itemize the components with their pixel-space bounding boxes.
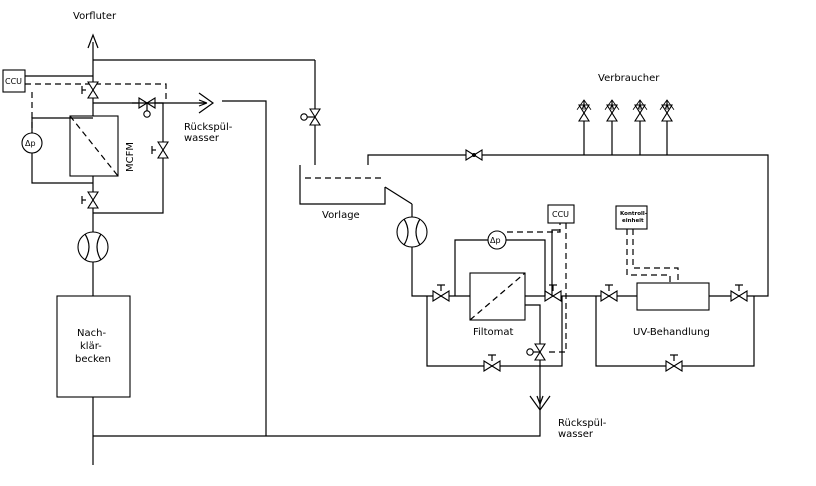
kontroll-label-2: einheit xyxy=(622,218,644,224)
rueckspuel-top-label-1: Rückspül- xyxy=(184,122,233,133)
spray-nozzle-top xyxy=(198,92,214,114)
valve-actuator-icon xyxy=(300,113,308,121)
rueckspuel-bottom-label-2: wasser xyxy=(558,429,594,440)
uv-outlet-valve[interactable] xyxy=(730,290,748,302)
valve-actuator-icon xyxy=(143,110,151,118)
filtomat-outlet-valve[interactable] xyxy=(544,290,562,302)
vorlage-tank xyxy=(299,165,386,205)
uv-inlet-valve[interactable] xyxy=(600,290,618,302)
uv-bypass-valve[interactable] xyxy=(665,360,683,372)
nach-label-3: becken xyxy=(75,354,111,365)
kontroll-label-1: Kontroll- xyxy=(620,211,647,217)
dp-sensor-left xyxy=(21,132,43,154)
ccu-left-label: CCU xyxy=(5,77,22,86)
dp-sensor-right xyxy=(487,230,507,250)
filtomat-inlet-valve[interactable] xyxy=(432,290,450,302)
nach-label-1: Nach- xyxy=(77,328,106,339)
vorlage-label: Vorlage xyxy=(322,210,360,221)
rueckspuel-top-label-2: wasser xyxy=(184,133,220,144)
nach-label-2: klär- xyxy=(80,341,102,352)
vorfluter-label: Vorfluter xyxy=(73,11,117,22)
dp-left-label: Δp xyxy=(25,139,36,148)
mcfm-bypass-valve[interactable] xyxy=(157,141,169,159)
consumer-taps xyxy=(583,100,668,155)
mcfm-inlet-valve[interactable] xyxy=(87,191,99,209)
valve-actuator-icon xyxy=(526,348,534,356)
dp-right-label: Δp xyxy=(490,236,501,245)
kontrolleinheit-box xyxy=(615,205,648,230)
filtomat-bypass-valve[interactable] xyxy=(483,360,501,372)
ccu-right-label: CCU xyxy=(552,210,569,219)
filtomat-label: Filtomat xyxy=(473,327,513,338)
pump-left-icon xyxy=(77,231,109,263)
rueckspuel-bottom-label-1: Rückspül- xyxy=(558,418,607,429)
uv-reactor-box xyxy=(636,282,710,311)
uv-label: UV-Behandlung xyxy=(633,327,710,338)
mcfm-label: MCFM xyxy=(125,142,136,172)
ccu-box-right xyxy=(547,204,575,224)
verbraucher-label: Verbraucher xyxy=(598,73,660,84)
ccu-box-left xyxy=(2,69,26,93)
pump-right-icon xyxy=(396,216,428,248)
nachklaerbecken-tank xyxy=(56,295,131,398)
mcfm-outlet-valve[interactable] xyxy=(87,81,99,99)
